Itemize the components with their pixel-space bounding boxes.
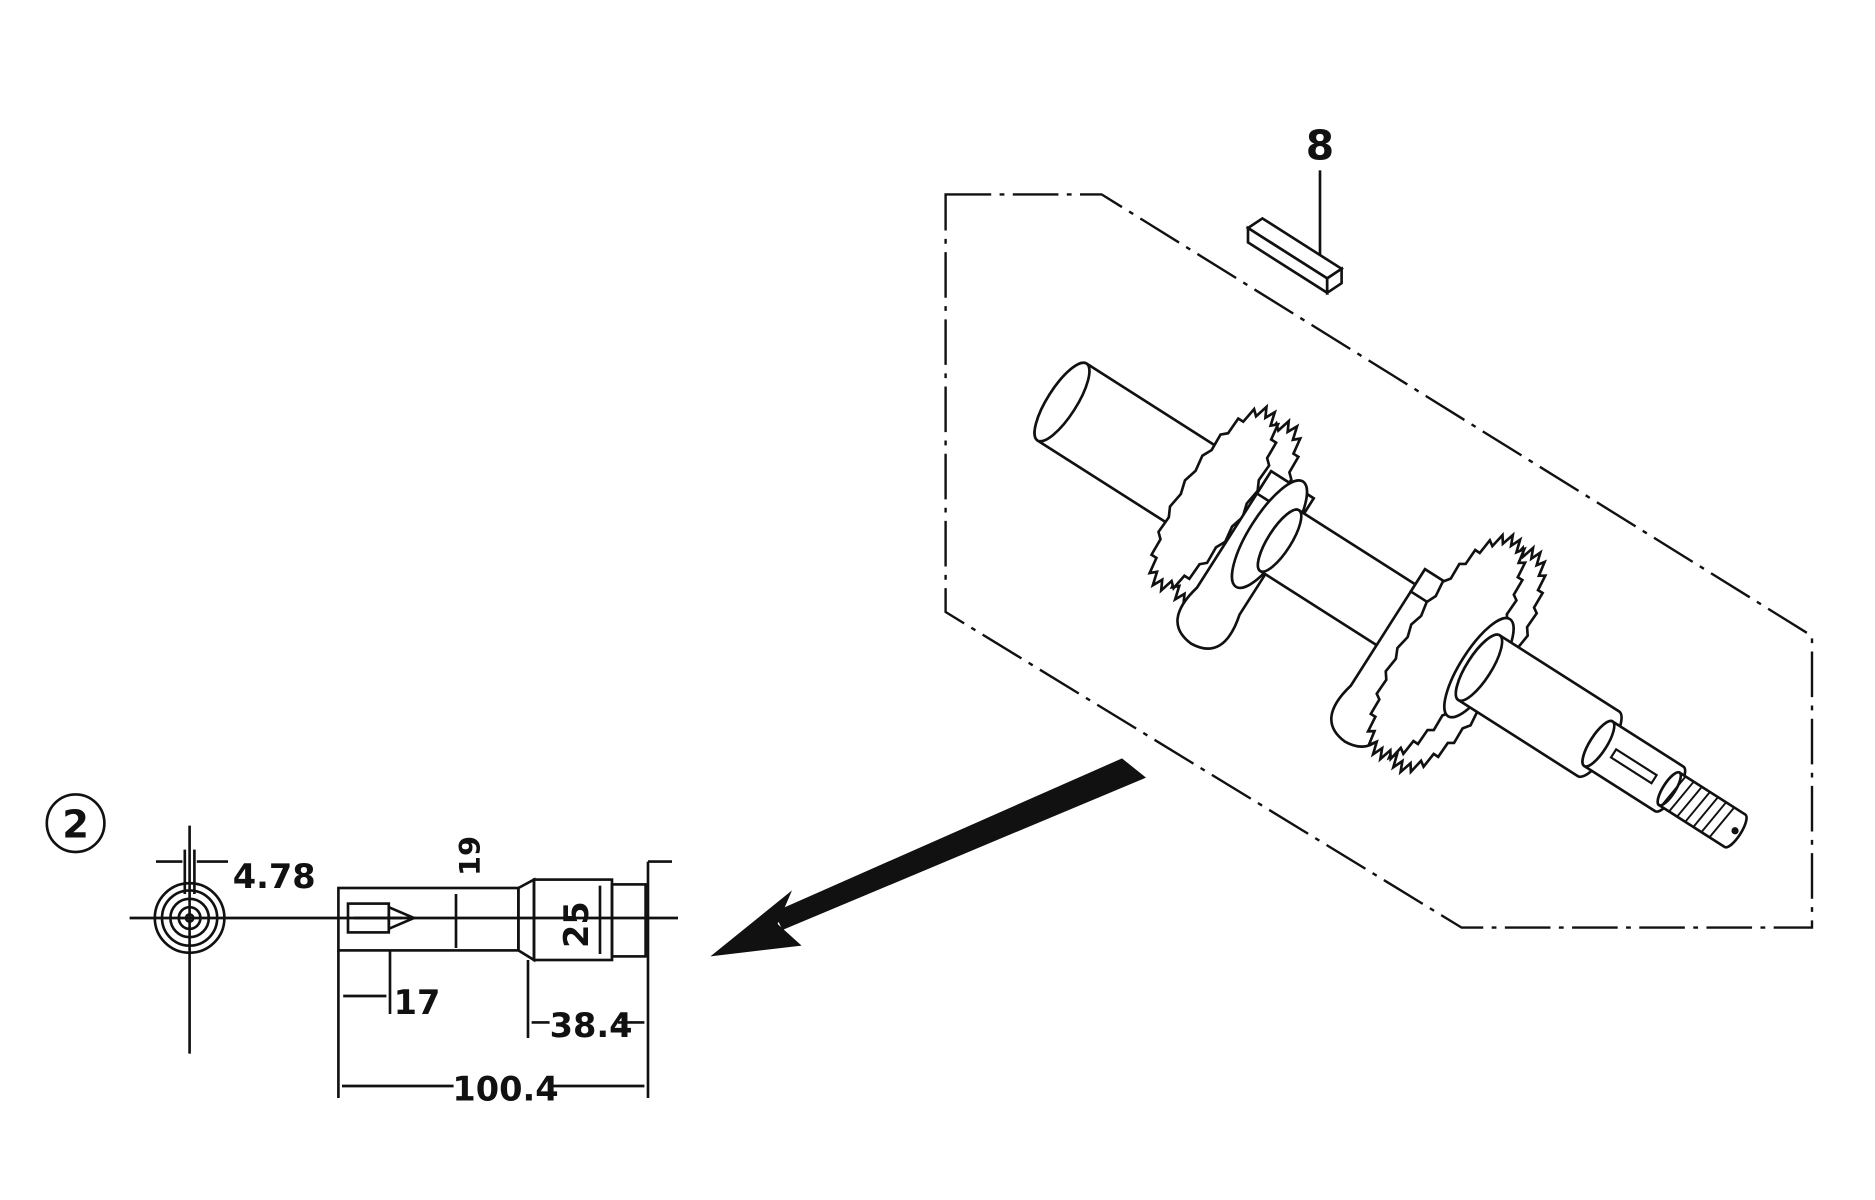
crank-pin-end (1256, 508, 1303, 573)
shaft-diameter-dim: 19 (453, 836, 487, 876)
center-hole (1731, 827, 1739, 835)
tapered-shaft-end (1581, 719, 1616, 768)
thread-line (1660, 775, 1687, 807)
threaded-end-end (1656, 771, 1683, 807)
thread-line (1708, 806, 1735, 838)
assembly-frame (944, 193, 1814, 929)
end-view: 4.78 (129, 825, 339, 1054)
left-journal-end (1033, 361, 1091, 443)
right-journal-end (1454, 633, 1504, 703)
key-part-number: 8 (1306, 122, 1334, 170)
keyway-length-dim: 17 (394, 983, 441, 1022)
journal-length-dim: 38.4 (550, 1006, 633, 1045)
thread-line (1692, 796, 1719, 828)
overall-length-dim: 100.4 (452, 1069, 558, 1108)
thread-line (1684, 791, 1711, 823)
journal-diameter-dim: 25 (557, 901, 596, 948)
side-view: 19 25 17 38.4 100.4 (337, 836, 678, 1108)
thread-line (1676, 786, 1703, 818)
crankshaft (1033, 361, 1748, 849)
thread-line (1700, 801, 1727, 833)
thread-line (1668, 781, 1695, 813)
detail-arrow (710, 758, 1146, 957)
key-part: 8 (1245, 122, 1345, 296)
keyway-slot (1609, 747, 1659, 785)
detail-number: 2 (62, 803, 89, 848)
detail-view: 2 4.78 19 (45, 793, 678, 1108)
timing-gear (1147, 403, 1281, 594)
governor-gear (1365, 531, 1528, 763)
detail-callout-circle (45, 793, 106, 854)
keyway-width-dim: 4.78 (233, 857, 316, 896)
